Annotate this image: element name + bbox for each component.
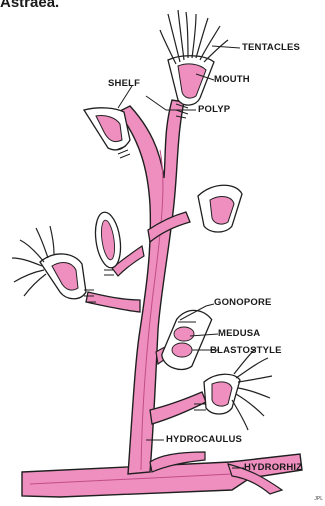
label-blastostyle: BLASTOSTYLE [210, 345, 282, 356]
corner-mark: JPL [314, 496, 323, 502]
polyp-lower-right [194, 348, 272, 430]
label-hydrocaulus: HYDROCAULUS [166, 434, 242, 445]
hydrotheca-right [198, 185, 242, 232]
label-hydrorhiza: HYDRORHIZ [244, 462, 302, 473]
label-mouth: MOUTH [214, 74, 250, 85]
label-gonopore: GONOPORE [214, 297, 272, 308]
label-shelf: SHELF [108, 78, 140, 89]
label-medusa: MEDUSA [218, 328, 260, 339]
polyp-left [12, 226, 96, 302]
label-polyp: POLYP [198, 104, 230, 115]
label-tentacles: TENTACLES [242, 42, 300, 53]
